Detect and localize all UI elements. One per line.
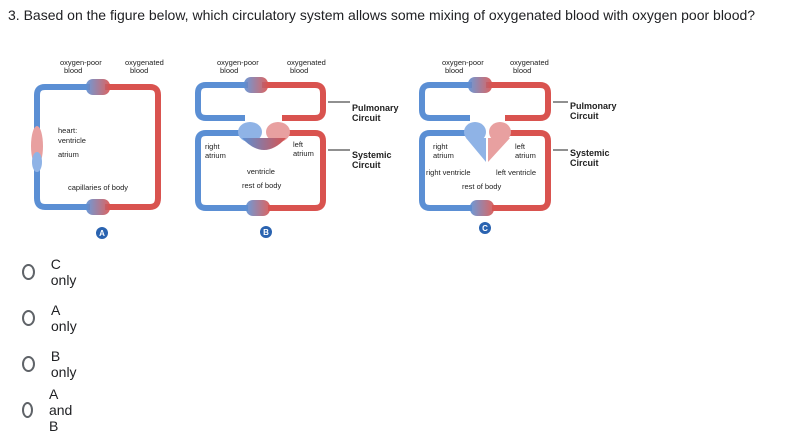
question-text: 3. Based on the figure below, which circ… (8, 7, 756, 23)
label-oxygen-poor: oxygen-poor (60, 58, 102, 67)
label-systemic: Systemic (352, 150, 392, 160)
label-blood: blood (513, 66, 531, 75)
circulatory-figure: oxygen-poor blood oxygenated blood heart… (31, 58, 617, 239)
label-oxygen-poor: oxygen-poor (217, 58, 259, 67)
option-label: B only (50, 348, 77, 380)
label-circuit: Circuit (352, 113, 381, 123)
fish-heart (31, 126, 43, 172)
diagram-c: oxygen-poor blood oxygenated blood right… (419, 58, 617, 234)
label-atrium: atrium (515, 151, 536, 160)
label-atrium: atrium (433, 151, 454, 160)
label-blood: blood (130, 66, 148, 75)
label-circuit: Circuit (570, 111, 599, 121)
radio-button[interactable] (22, 310, 36, 326)
option-a-only[interactable]: A only (20, 302, 80, 334)
label-rest-of-body: rest of body (242, 181, 281, 190)
label-left: left (293, 140, 304, 149)
label-capillaries: capillaries of body (68, 183, 128, 192)
label-right: right (205, 142, 221, 151)
diagram-b: oxygen-poor blood oxygenated blood right… (195, 58, 399, 238)
label-blood: blood (445, 66, 463, 75)
body-capillaries (86, 199, 110, 215)
option-b-only[interactable]: B only (20, 348, 80, 380)
option-a-and-b[interactable]: A and B (20, 386, 77, 434)
option-c-only[interactable]: C only (20, 256, 80, 288)
mammal-heart (464, 122, 511, 162)
badge-a (96, 227, 108, 239)
badge-c (479, 222, 491, 234)
badge-b-text: B (263, 228, 269, 237)
label-atrium: atrium (293, 149, 314, 158)
label-rest-of-body: rest of body (462, 182, 501, 191)
label-left-ventricle: left ventricle (496, 168, 536, 177)
label-ventricle: ventricle (247, 167, 275, 176)
label-blood: blood (220, 66, 238, 75)
radio-button[interactable] (22, 356, 35, 372)
label-right: right (433, 142, 449, 151)
label-blood: blood (64, 66, 82, 75)
label-oxygenated: oxygenated (287, 58, 326, 67)
label-atrium: atrium (58, 150, 79, 159)
radio-button[interactable] (22, 264, 35, 280)
option-label: A only (51, 302, 77, 334)
badge-a-text: A (99, 229, 105, 238)
label-atrium: atrium (205, 151, 226, 160)
amphibian-heart (238, 122, 290, 150)
badge-c-text: C (482, 224, 488, 233)
badge-b (260, 226, 272, 238)
label-systemic: Systemic (570, 148, 610, 158)
label-ventricle: ventricle (58, 136, 86, 145)
label-circuit: Circuit (570, 158, 599, 168)
label-oxygen-poor: oxygen-poor (442, 58, 484, 67)
label-blood: blood (290, 66, 308, 75)
label-heart: heart: (58, 126, 77, 135)
label-right-ventricle: right ventricle (426, 168, 471, 177)
label-left: left (515, 142, 526, 151)
label-pulmonary: Pulmonary (570, 101, 617, 111)
option-label: C only (50, 256, 77, 288)
gill-capillaries (86, 79, 110, 95)
option-label: A and B (48, 386, 73, 434)
label-oxygenated: oxygenated (510, 58, 549, 67)
label-circuit: Circuit (352, 160, 381, 170)
diagram-a: oxygen-poor blood oxygenated blood heart… (31, 58, 164, 239)
radio-button[interactable] (22, 402, 33, 418)
label-pulmonary: Pulmonary (352, 103, 399, 113)
label-oxygenated: oxygenated (125, 58, 164, 67)
